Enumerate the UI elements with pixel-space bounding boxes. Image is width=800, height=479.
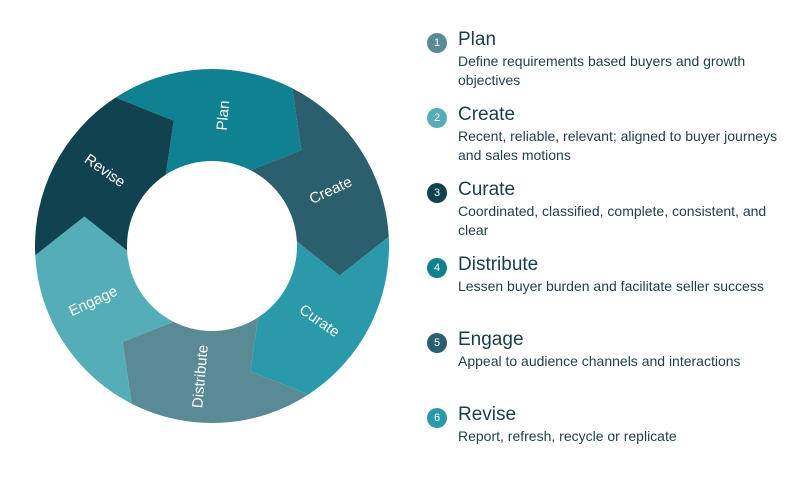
step-title: Curate — [458, 179, 516, 200]
step-description: Lessen buyer burden and facilitate selle… — [458, 278, 764, 294]
step-description: Recent, reliable, relevant; aligned to b… — [458, 128, 778, 163]
step-title: Revise — [458, 404, 517, 425]
step-description: Define requirements based buyers and gro… — [458, 53, 746, 88]
step-item: 5 Engage Appeal to audience channels and… — [427, 328, 797, 403]
step-title: Distribute — [458, 254, 539, 275]
cycle-segment-engage — [35, 216, 174, 404]
cycle-segment-create — [250, 88, 389, 276]
step-item: 3 Curate Coordinated, classified, comple… — [427, 178, 797, 253]
step-number-badge: 2 — [427, 108, 447, 128]
step-item: 1 Plan Define requirements based buyers … — [427, 28, 797, 103]
step-title: Plan — [458, 29, 497, 50]
step-description: Coordinated, classified, complete, consi… — [458, 203, 767, 238]
cycle-segment-revise — [34, 97, 174, 256]
cycle-segment-plan — [115, 69, 302, 175]
step-number-badge: 5 — [427, 333, 447, 353]
step-number-badge: 6 — [427, 408, 447, 428]
step-description: Report, refresh, recycle or replicate — [458, 428, 677, 444]
step-description: Appeal to audience channels and interact… — [458, 353, 741, 369]
cycle-label-plan: Plan — [214, 100, 234, 131]
step-item: 2 Create Recent, reliable, relevant; ali… — [427, 103, 797, 178]
step-item: 4 Distribute Lessen buyer burden and fac… — [427, 253, 797, 328]
step-title: Create — [458, 104, 516, 125]
step-number-badge: 3 — [427, 183, 447, 203]
cycle-segment-curate — [250, 236, 390, 395]
step-number-badge: 1 — [427, 33, 447, 53]
steps-list: 1 Plan Define requirements based buyers … — [427, 28, 797, 478]
step-item: 6 Revise Report, refresh, recycle or rep… — [427, 403, 797, 478]
step-title: Engage — [458, 329, 524, 350]
step-number-badge: 4 — [427, 258, 447, 278]
cycle-segment-distribute — [122, 317, 309, 423]
cycle-label-distribute: Distribute — [189, 344, 211, 409]
